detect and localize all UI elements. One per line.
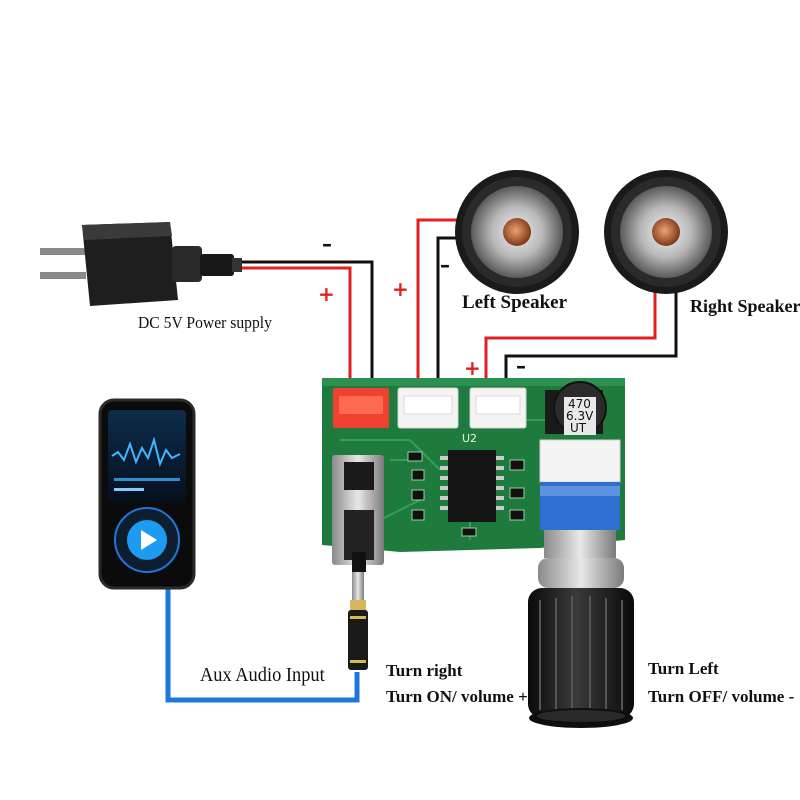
power-positive-sign: + [318, 282, 335, 306]
power-positive-wire [240, 266, 352, 392]
volume-knob-icon [528, 439, 634, 728]
power-negative-sign: – [322, 232, 332, 256]
power-negative-wire [240, 260, 374, 392]
aux-audio-input-label: Aux Audio Input [200, 664, 325, 686]
capacitor-value: 470 [568, 397, 591, 411]
capacitor: 470 6.3V UT [545, 381, 607, 435]
wires [165, 218, 678, 703]
audio-jack-icon [348, 572, 368, 670]
capacitor-voltage: 6.3V [566, 409, 594, 423]
turn-on-volume-up-label: Turn ON/ volume + [386, 687, 528, 706]
left-speaker-positive-wire [416, 218, 457, 392]
power-supply-label: DC 5V Power supply [138, 313, 272, 332]
chip-label: U2 [462, 432, 477, 445]
left-speaker-icon [455, 170, 579, 294]
audio-jack-socket [332, 455, 384, 572]
capacitor-series: UT [570, 421, 587, 435]
turn-left-label: Turn Left [648, 659, 719, 678]
media-player-icon [98, 398, 196, 590]
right-speaker-positive-sign: + [464, 356, 481, 380]
right-speaker-positive-wire [484, 268, 657, 392]
left-speaker-negative-sign: – [440, 253, 450, 277]
right-speaker-icon [604, 170, 728, 294]
right-speaker-negative-sign: – [516, 354, 526, 378]
right-speaker-negative-wire [504, 268, 678, 392]
turn-right-label: Turn right [386, 661, 463, 680]
left-speaker-negative-wire [436, 236, 462, 392]
left-speaker-label: Left Speaker [462, 292, 568, 313]
power-adapter-icon [40, 222, 242, 306]
aux-audio-wire [165, 580, 360, 703]
right-speaker-label: Right Speaker [690, 296, 800, 316]
amplifier-chip [440, 450, 504, 522]
turn-off-volume-down-label: Turn OFF/ volume - [648, 687, 795, 706]
left-speaker-positive-sign: + [392, 277, 409, 301]
